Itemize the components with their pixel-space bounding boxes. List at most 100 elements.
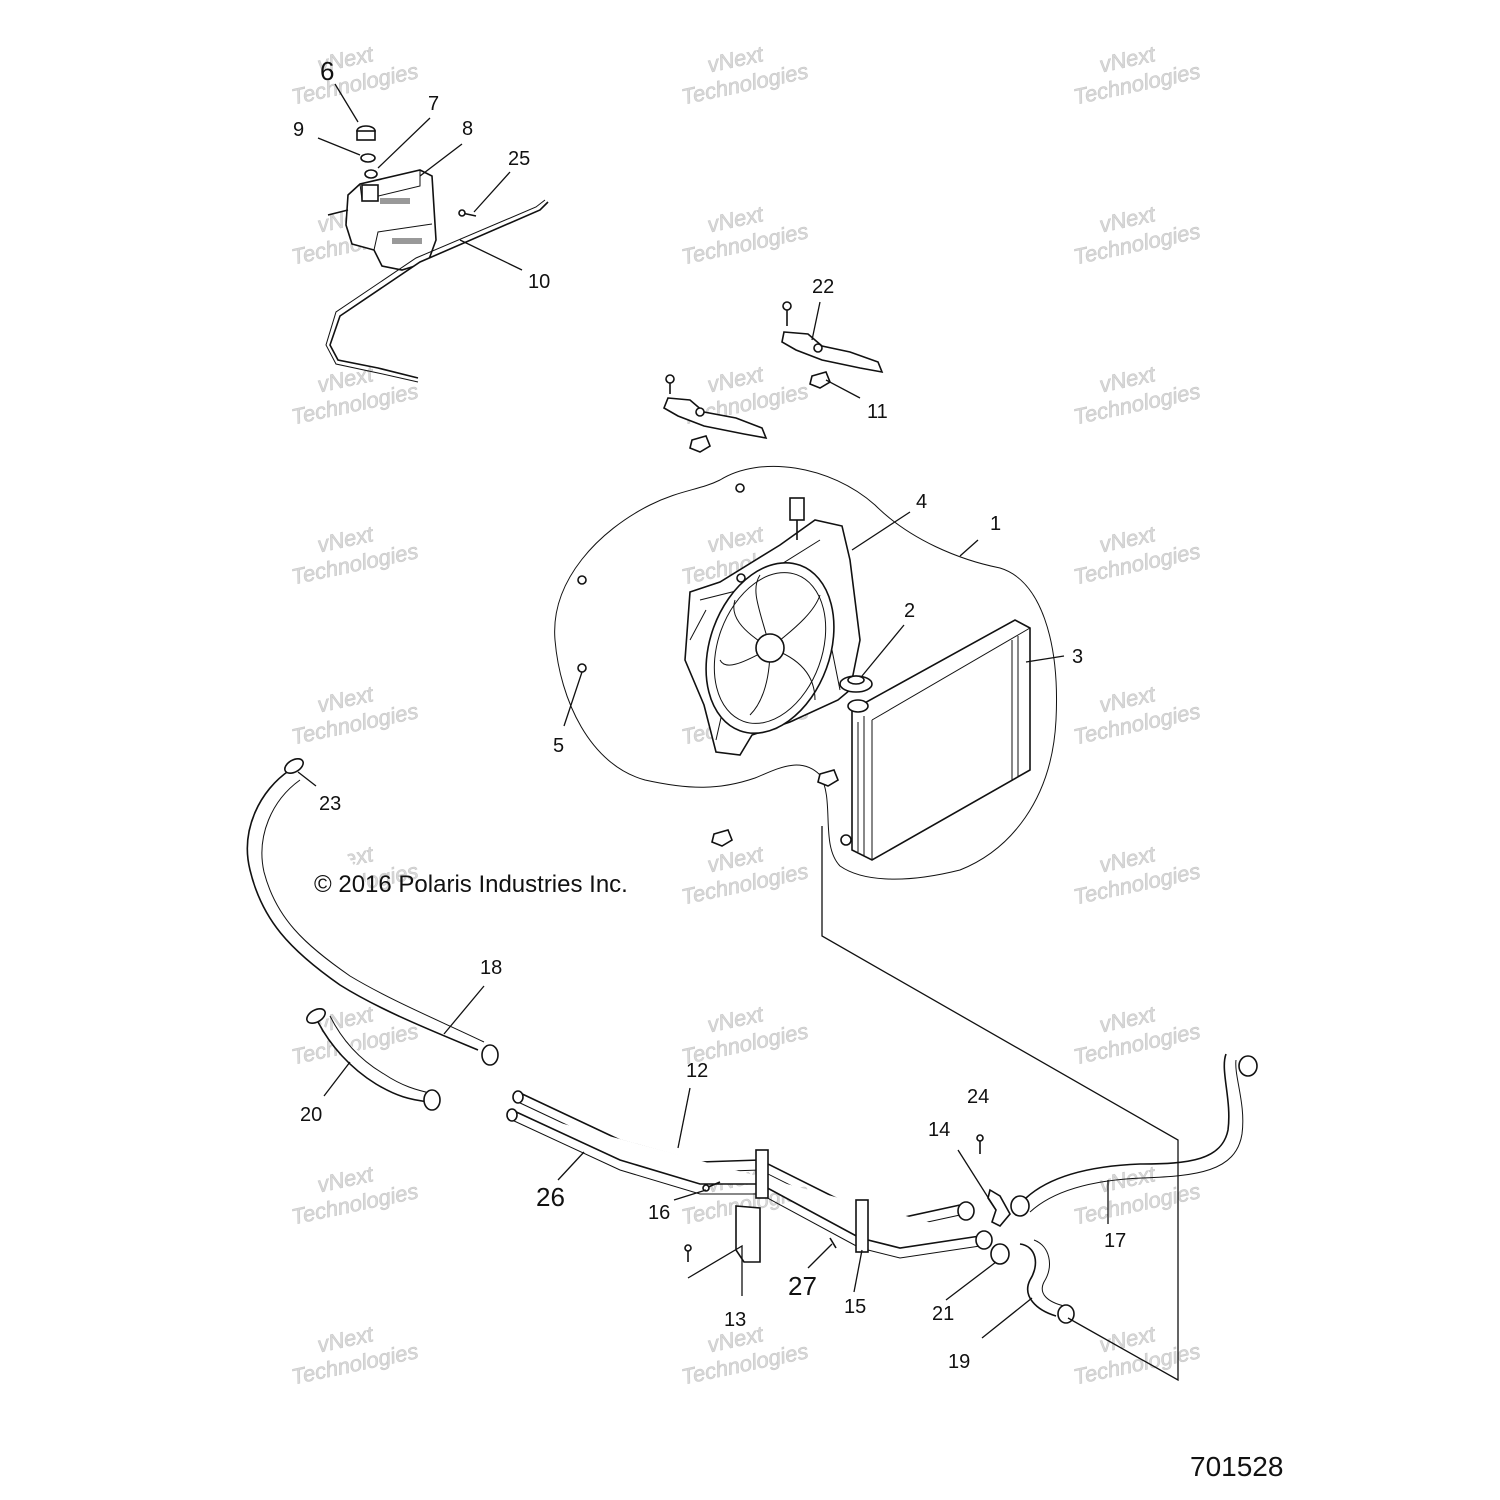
bracket-bolt-head: [782, 301, 792, 311]
radiator-tank-right: [1011, 636, 1019, 780]
clamp-17-end: [1010, 1195, 1030, 1217]
callout-11: 11: [867, 401, 888, 423]
bracket-hole-2: [695, 407, 705, 417]
grommet-part-4: [711, 829, 733, 847]
tank-label: [380, 198, 410, 204]
cap-body: [356, 130, 376, 141]
radiator-edge: [871, 627, 1031, 860]
tank-neck: [361, 184, 379, 202]
bracket-14: [987, 1188, 1011, 1227]
callout-8: 8: [462, 118, 473, 140]
hose-18: [246, 757, 499, 1066]
clamp-20-end: [423, 1089, 441, 1111]
callout-2: 2: [904, 600, 915, 622]
callout-9: 9: [293, 119, 304, 141]
tank-outlet: [327, 209, 349, 216]
screw-head: [458, 209, 466, 217]
callout-15: 15: [844, 1296, 866, 1318]
callout-5: 5: [553, 735, 564, 757]
radiator-cap: [839, 675, 873, 693]
callout-10: 10: [528, 271, 550, 293]
callout-7: 7: [428, 93, 439, 115]
hose-19: [990, 1239, 1075, 1324]
clamp-17-top: [1238, 1055, 1258, 1077]
screw-13-head: [684, 1244, 692, 1252]
callout-20: 20: [300, 1104, 322, 1126]
callout-3: 3: [1072, 646, 1083, 668]
callout-19: 19: [948, 1351, 970, 1373]
grommet-part-2: [689, 435, 711, 453]
radiator-filler: [847, 699, 869, 713]
callout-26: 26: [536, 1182, 565, 1212]
clamp-21: [990, 1243, 1010, 1265]
callout-16: 16: [648, 1202, 670, 1224]
callout-12: 12: [686, 1060, 708, 1082]
guide-bracket-line: [821, 826, 1179, 1382]
radiator-tank-left: [857, 716, 865, 856]
grommet-part: [809, 371, 831, 389]
callout-18: 18: [480, 957, 502, 979]
assembly-outline: [554, 465, 1057, 880]
callout-6: 6: [320, 56, 334, 86]
callout-1: 1: [990, 513, 1001, 535]
callout-27: 27: [788, 1271, 817, 1301]
bracket-hole: [813, 343, 823, 353]
vent-tube-inner: [325, 199, 546, 383]
tube-end-upper: [957, 1201, 975, 1221]
callout-17: 17: [1104, 1230, 1126, 1252]
callout-23: 23: [319, 793, 341, 815]
callout-14: 14: [928, 1119, 950, 1141]
leader-lines: [297, 83, 1109, 1339]
vent-tube: [329, 201, 549, 379]
reservoir-group: [325, 125, 549, 383]
fan-connector: [789, 497, 805, 521]
bracket-13: [735, 1205, 761, 1263]
grommet-part-3: [817, 769, 839, 787]
clamp-20-top: [306, 1007, 326, 1025]
screw-27: [829, 1237, 837, 1249]
screw-24-head: [976, 1134, 984, 1142]
bracket-group: [662, 301, 884, 453]
tank-top: [359, 170, 421, 201]
coolant-tubes: [506, 1090, 993, 1263]
radiator-core: [851, 619, 1031, 861]
tank-edge: [373, 223, 433, 251]
callout-24: 24: [967, 1086, 989, 1108]
upper-bracket: [781, 331, 884, 374]
radiator-outlet: [840, 834, 852, 846]
washer-part: [360, 153, 376, 163]
diagram-id: 701528: [1190, 1451, 1283, 1482]
callout-25: 25: [508, 148, 530, 170]
callout-4: 4: [916, 491, 927, 513]
fan-ring-inner: [713, 572, 827, 724]
hose-20: [306, 1007, 441, 1111]
tube-clip-16: [755, 1149, 769, 1199]
gasket-part: [364, 169, 378, 179]
bracket-bolt-head-2: [665, 374, 675, 384]
clamp-23: [284, 757, 304, 775]
callout-22: 22: [812, 276, 834, 298]
tube-clip-15: [855, 1199, 869, 1253]
tank-label-2: [392, 238, 422, 244]
copyright-text: © 2016 Polaris Industries Inc.: [314, 871, 628, 898]
fan-hub: [755, 633, 785, 663]
fan-shroud: [684, 497, 861, 756]
